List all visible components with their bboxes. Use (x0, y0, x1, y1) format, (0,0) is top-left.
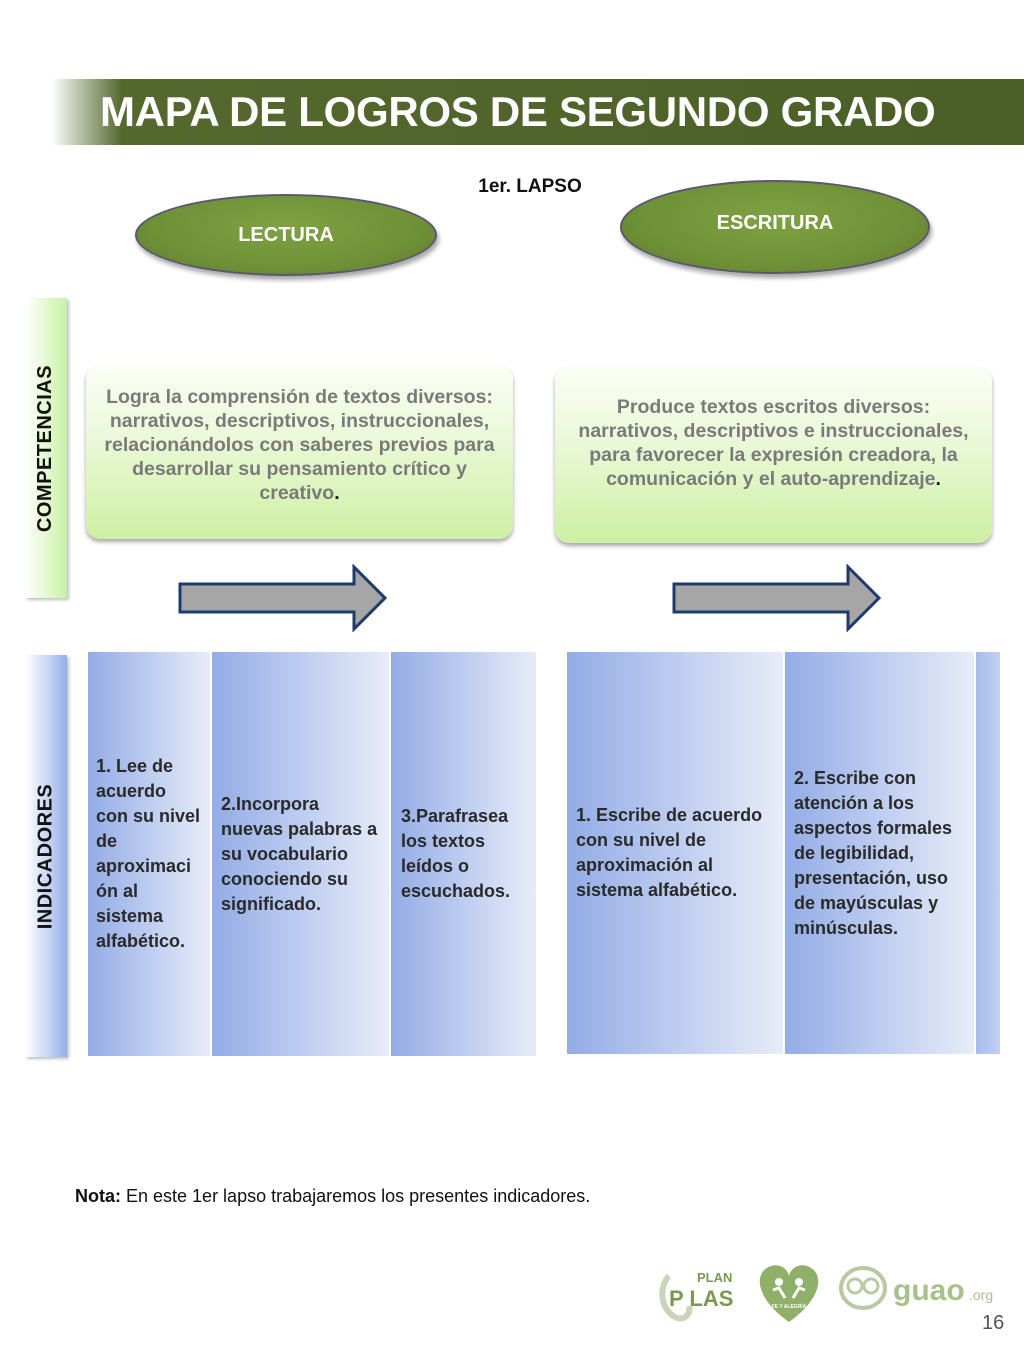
area-lectura-ellipse: LECTURA (135, 194, 437, 276)
logos: PLAN P LAS FE Y ALEGRÍA guao .org (659, 1265, 993, 1322)
nota-label: Nota: (75, 1186, 121, 1206)
arrow-right-icon (178, 564, 388, 632)
page-number: 16 (982, 1312, 1005, 1334)
competencia-lectura-text: Logra la comprensión de textos diversos:… (104, 386, 495, 504)
area-lectura-label: LECTURA (238, 223, 334, 246)
page-title: MAPA DE LOGROS DE SEGUNDO GRADO (100, 88, 936, 135)
indicador-lectura-3: 3.Parafrasea los textos leídos o escucha… (391, 652, 538, 1056)
guao-text: guao (893, 1274, 965, 1307)
indicador-escritura-1-text: 1. Escribe de acuerdo con su nivel de ap… (576, 805, 763, 900)
indicador-lectura-2-text: 2.Incorpora nuevas palabras a su vocabul… (221, 793, 378, 914)
competencia-escritura-text: Produce textos escritos diversos: narrat… (578, 396, 969, 490)
indicador-escritura-1: 1. Escribe de acuerdo con su nivel de ap… (567, 652, 785, 1054)
plan-pilas-logo: PLAN P LAS (659, 1270, 733, 1322)
fe-y-alegria-text: FE Y ALEGRÍA (772, 1302, 807, 1310)
indicador-escritura-2: 2. Escribe con atención a los aspectos f… (785, 652, 976, 1054)
competencia-lectura-period: . (334, 482, 340, 504)
competencia-escritura-period: . (935, 468, 941, 490)
nota: Nota: En este 1er lapso trabajaremos los… (75, 1186, 590, 1207)
indicador-lectura-1: 1. Lee de acuerdo con su nivel de aproxi… (88, 652, 212, 1056)
indicador-lectura-1-text: 1. Lee de acuerdo con su nivel de aproxi… (96, 756, 201, 951)
indicadores-label: INDICADORES (34, 783, 57, 929)
header-banner (52, 79, 1024, 145)
indicadores-side-label: INDICADORES (25, 655, 67, 1057)
indicador-lectura-3-text: 3.Parafrasea los textos leídos o escucha… (401, 806, 511, 901)
pilas-text: P LAS (669, 1286, 733, 1311)
competencias-label: COMPETENCIAS (34, 364, 57, 532)
indicador-escritura-2-text: 2. Escribe con atención a los aspectos f… (794, 767, 953, 938)
indicador-lectura-2: 2.Incorpora nuevas palabras a su vocabul… (212, 652, 391, 1056)
indicador-escritura-extra (976, 652, 1000, 1054)
guao-logo: guao .org (839, 1266, 993, 1310)
competencia-escritura-box: Produce textos escritos diversos: narrat… (555, 367, 992, 543)
area-escritura-label: ESCRITURA (716, 211, 834, 234)
arrow-right-icon (672, 564, 882, 632)
plan-text: PLAN (697, 1270, 732, 1285)
lapso-label: 1er. LAPSO (478, 176, 582, 197)
competencias-side-label: COMPETENCIAS (25, 298, 67, 598)
guao-suffix-text: .org (969, 1287, 993, 1303)
fe-y-alegria-logo: FE Y ALEGRÍA (759, 1265, 819, 1322)
nota-text: En este 1er lapso trabajaremos los prese… (121, 1186, 591, 1206)
competencia-lectura-box: Logra la comprensión de textos diversos:… (86, 365, 513, 539)
area-escritura-ellipse: ESCRITURA (620, 180, 930, 274)
